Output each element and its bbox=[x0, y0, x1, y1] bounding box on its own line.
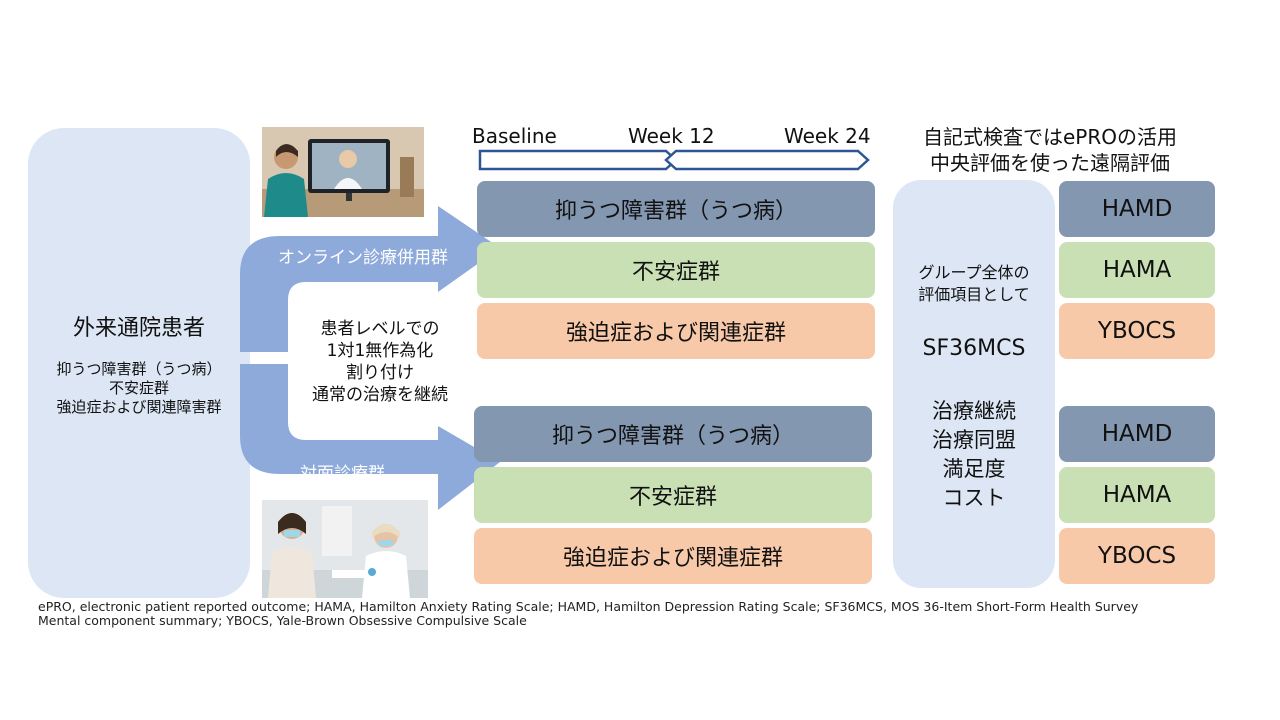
footnote-line: ePRO, electronic patient reported outcom… bbox=[38, 599, 1139, 614]
randomization-line: 割り付け bbox=[346, 363, 414, 383]
inperson-depression-box: 抑うつ障害群（うつ病） bbox=[474, 406, 872, 462]
global-endpoint-item: 満足度 bbox=[942, 457, 1006, 481]
online-consultation-photo bbox=[262, 127, 424, 217]
randomization-text: 患者レベルでの 1対1無作為化 割り付け 通常の治療を継続 bbox=[290, 318, 470, 406]
randomization-line: 通常の治療を継続 bbox=[312, 385, 448, 405]
in-person-arm-arrow bbox=[240, 364, 500, 510]
global-endpoints-panel bbox=[893, 180, 1055, 588]
population-item: 抑うつ障害群（うつ病） bbox=[56, 360, 222, 378]
global-endpoints-list: 治療継続 治療同盟 満足度 コスト bbox=[893, 397, 1055, 513]
footnote-line: Mental component summary; YBOCS, Yale-Br… bbox=[38, 613, 527, 628]
global-primary-endpoint: SF36MCS bbox=[922, 336, 1026, 361]
in-person-consultation-photo bbox=[262, 500, 428, 598]
inperson-hamd-box: HAMD bbox=[1059, 406, 1215, 462]
footnote: ePRO, electronic patient reported outcom… bbox=[38, 600, 1238, 628]
inperson-ocd-box: 強迫症および関連症群 bbox=[474, 528, 872, 584]
in-person-arm-label: 対面診療群 bbox=[300, 464, 385, 484]
global-endpoint-item: 治療継続 bbox=[932, 399, 1016, 423]
timeline-week12: Week 12 bbox=[628, 124, 715, 148]
patient-population-panel bbox=[28, 128, 250, 598]
inperson-hama-box: HAMA bbox=[1059, 467, 1215, 523]
global-endpoints-label: グループ全体の 評価項目として bbox=[893, 262, 1055, 306]
randomization-line: 1対1無作為化 bbox=[326, 341, 434, 361]
global-endpoints-label-line: 評価項目として bbox=[918, 285, 1030, 304]
online-ocd-box: 強迫症および関連症群 bbox=[477, 303, 875, 359]
timeline-week24: Week 24 bbox=[784, 124, 871, 148]
online-hama-box: HAMA bbox=[1059, 242, 1215, 298]
online-ybocs-box: YBOCS bbox=[1059, 303, 1215, 359]
remote-assessment-title-line: 中央評価を使った遠隔評価 bbox=[930, 151, 1170, 175]
online-anxiety-box: 不安症群 bbox=[477, 242, 875, 298]
timeline-baseline: Baseline bbox=[472, 124, 557, 148]
remote-assessment-title: 自記式検査ではePROの活用 中央評価を使った遠隔評価 bbox=[900, 124, 1200, 176]
inperson-anxiety-box: 不安症群 bbox=[474, 467, 872, 523]
global-endpoint-item: コスト bbox=[942, 486, 1006, 510]
population-item: 強迫症および関連障害群 bbox=[56, 398, 222, 416]
inperson-ybocs-box: YBOCS bbox=[1059, 528, 1215, 584]
online-hamd-box: HAMD bbox=[1059, 181, 1215, 237]
randomization-line: 患者レベルでの bbox=[320, 319, 440, 339]
global-endpoints-label-line: グループ全体の bbox=[918, 263, 1030, 282]
population-item: 不安症群 bbox=[108, 379, 169, 397]
remote-assessment-title-line: 自記式検査ではePROの活用 bbox=[922, 125, 1177, 149]
allocation-arrows bbox=[240, 206, 500, 510]
online-arm-arrow bbox=[240, 206, 500, 352]
online-arm-label: オンライン診療併用群 bbox=[278, 248, 448, 268]
global-endpoint-item: 治療同盟 bbox=[932, 428, 1016, 452]
patient-population-title: 外来通院患者 bbox=[72, 316, 205, 341]
patient-population-list: 抑うつ障害群（うつ病） 不安症群 強迫症および関連障害群 bbox=[28, 360, 250, 417]
online-depression-box: 抑うつ障害群（うつ病） bbox=[477, 181, 875, 237]
timeline-bar bbox=[478, 149, 870, 171]
